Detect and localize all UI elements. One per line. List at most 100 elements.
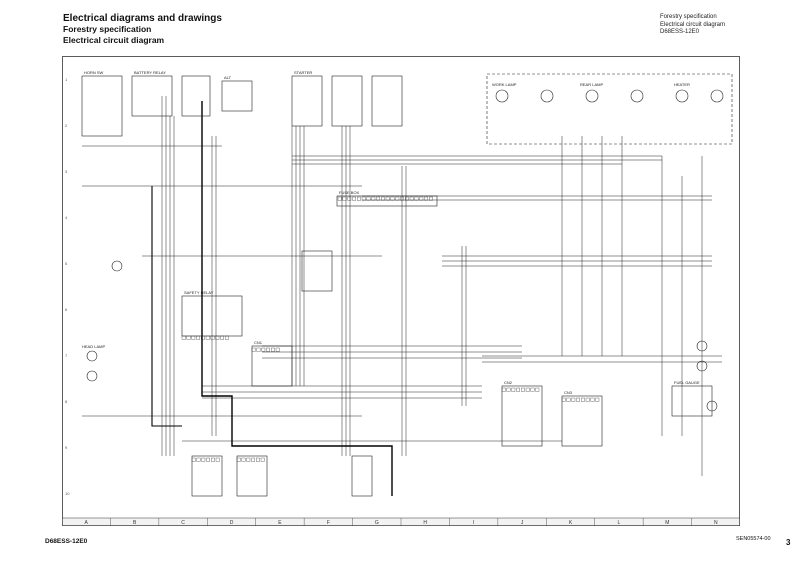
label-fuse-box: FUSE BOX xyxy=(339,190,360,195)
column-label: J xyxy=(521,520,524,526)
connector-pin xyxy=(561,397,566,402)
column-label: M xyxy=(665,520,669,526)
connector-pin xyxy=(590,397,595,402)
diagram-border xyxy=(62,56,740,526)
column-label: C xyxy=(181,520,185,526)
connector-pin xyxy=(342,196,347,201)
component-text: HORN SW WORK LAMP BATTERY RELAY HEATER R… xyxy=(82,70,700,395)
connector-pin xyxy=(201,335,205,340)
connector-pin xyxy=(376,196,380,201)
row-label: 10 xyxy=(65,491,70,496)
connector-pin xyxy=(215,335,220,340)
connector-pin xyxy=(395,196,400,201)
connector-pin xyxy=(419,196,424,201)
connector-pin xyxy=(525,387,530,392)
row-label: 9 xyxy=(65,445,68,450)
connector-pin xyxy=(196,457,201,462)
connector-pins xyxy=(181,196,600,462)
column-label: H xyxy=(423,520,427,526)
connector-pin xyxy=(215,457,220,462)
label-rear-lamp: REAR LAMP xyxy=(580,82,603,87)
footer-left-code: D68ESS-12E0 xyxy=(45,538,88,545)
label-battery-relay: BATTERY RELAY xyxy=(134,70,166,75)
connector-pin xyxy=(186,335,191,340)
connector-pin xyxy=(361,196,366,201)
row-label: 8 xyxy=(65,399,68,404)
connector-pin xyxy=(521,387,525,392)
page-subtitle-1: Forestry specification xyxy=(63,24,152,34)
connector-pin xyxy=(352,196,356,201)
header-right-block: Forestry specification Electrical circui… xyxy=(660,14,725,37)
connector-pin xyxy=(385,196,390,201)
footer-page-number: 3 xyxy=(786,538,791,547)
row-label: 2 xyxy=(65,123,68,128)
connector-pin xyxy=(405,196,409,201)
connector-pin xyxy=(225,335,229,340)
connector-pin xyxy=(256,347,261,352)
row-label: 3 xyxy=(65,169,68,174)
connector-pin xyxy=(595,397,600,402)
header-right-line-1: Forestry specification xyxy=(660,14,717,20)
connector-pin xyxy=(206,457,210,462)
connector-pin xyxy=(205,335,210,340)
column-label: K xyxy=(569,520,573,526)
connector-pin xyxy=(256,457,260,462)
label-work-lamp: WORK LAMP xyxy=(492,82,517,87)
connector-pin xyxy=(251,347,256,352)
connector-pin xyxy=(261,347,266,352)
connector-pin xyxy=(236,457,241,462)
row-label: 4 xyxy=(65,215,68,220)
connector-pin xyxy=(366,196,371,201)
connector-pin xyxy=(535,387,540,392)
page-title: Electrical diagrams and drawings xyxy=(63,13,222,24)
column-label: I xyxy=(473,520,474,526)
label-starter: STARTER xyxy=(294,70,312,75)
label-cn1: CN1 xyxy=(254,340,263,345)
connector-pin xyxy=(371,196,376,201)
connector-pin xyxy=(400,196,404,201)
main-power-wire xyxy=(201,101,393,496)
connector-pin xyxy=(181,335,186,340)
column-label: N xyxy=(714,520,718,526)
label-safety-relay: SAFETY RELAY xyxy=(184,290,214,295)
row-label: 5 xyxy=(65,261,68,266)
label-alt: ALT xyxy=(224,75,232,80)
connector-pin xyxy=(429,196,433,201)
connector-pin xyxy=(566,397,571,402)
connector-pin xyxy=(246,457,251,462)
ground-wire xyxy=(151,186,182,427)
connector-pin xyxy=(357,196,361,201)
connector-pin xyxy=(220,335,224,340)
column-label: F xyxy=(327,520,330,526)
connector-pin xyxy=(576,397,580,402)
connector-pin xyxy=(211,457,215,462)
footer-doc-code: SEN05574-00 xyxy=(736,536,771,542)
column-label: D xyxy=(230,520,234,526)
label-horn-sw: HORN SW xyxy=(84,70,104,75)
connector-pin xyxy=(191,457,196,462)
wire-bus-vertical xyxy=(161,96,703,476)
row-label: 1 xyxy=(65,77,68,82)
connector-pin xyxy=(251,457,255,462)
row-label: 6 xyxy=(65,307,68,312)
connector-pin xyxy=(424,196,428,201)
connector-pin xyxy=(260,457,265,462)
label-cn2: CN2 xyxy=(504,380,513,385)
page-subtitle-2: Electrical circuit diagram xyxy=(63,35,165,45)
connector-pin xyxy=(501,387,506,392)
column-label: G xyxy=(375,520,379,526)
connector-pin xyxy=(210,335,215,340)
connector-pin xyxy=(516,387,520,392)
lamp-symbols xyxy=(86,89,724,412)
connector-pin xyxy=(381,196,385,201)
header-block: Electrical diagrams and drawings Forestr… xyxy=(63,13,222,46)
connector-pin xyxy=(511,387,516,392)
column-label: A xyxy=(85,520,89,526)
column-label: E xyxy=(278,520,282,526)
connector-pin xyxy=(506,387,511,392)
connector-pin xyxy=(201,457,206,462)
row-label: 7 xyxy=(65,353,68,358)
connector-pin xyxy=(275,347,280,352)
